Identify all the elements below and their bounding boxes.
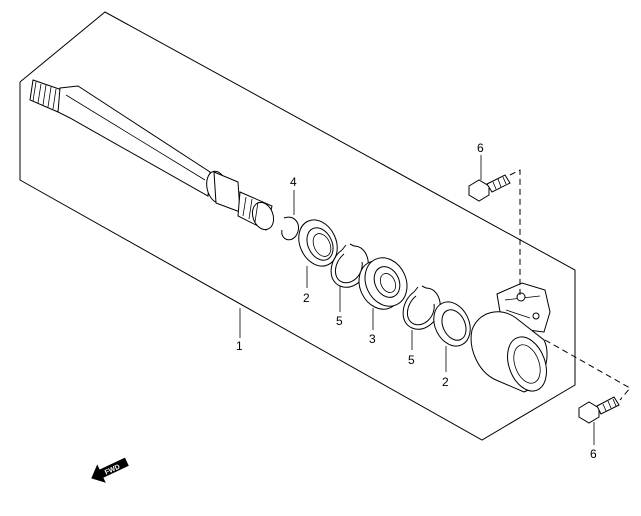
- bearing: [358, 257, 408, 310]
- callout-seal-right: 2: [442, 375, 449, 389]
- callout-ring-right: 5: [408, 353, 415, 367]
- forward-label: FWD: [104, 464, 121, 477]
- assembly-outline: [19, 11, 576, 441]
- bearing-housing: [470, 282, 551, 393]
- drive-shaft: [29, 79, 275, 231]
- circlip: [281, 216, 299, 241]
- callout-seal-left: 2: [303, 291, 310, 305]
- callout-circlip: 4: [290, 175, 297, 189]
- callout-bolt-bottom: 6: [590, 447, 597, 461]
- callout-shaft: 1: [236, 339, 243, 353]
- forward-arrow-icon: FWD: [91, 457, 129, 483]
- callout-bolt-top: 6: [477, 141, 484, 155]
- callout-leaders: [239, 155, 595, 445]
- bolt-top: [468, 174, 511, 202]
- oil-seal-left: [298, 219, 338, 267]
- snap-ring-right: [402, 285, 441, 330]
- callout-bearing: 3: [369, 332, 376, 346]
- oil-seal-right: [433, 301, 471, 347]
- bolt-bottom: [578, 396, 620, 424]
- alignment-lines: [509, 169, 631, 401]
- callout-ring-left: 5: [336, 314, 343, 328]
